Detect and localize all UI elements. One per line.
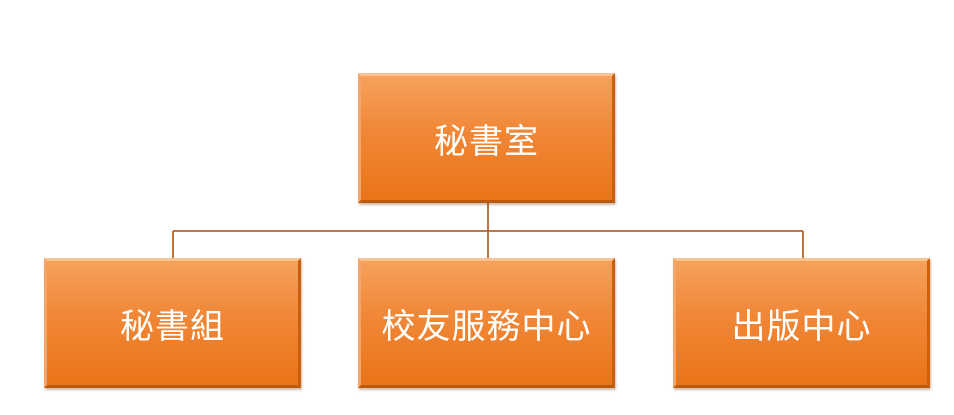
org-node-child: 秘書組 — [44, 258, 301, 388]
org-node-child-label: 校友服務中心 — [381, 306, 592, 347]
org-node-root-label: 秘書室 — [434, 121, 539, 162]
org-node-child-label: 秘書組 — [120, 306, 225, 347]
org-node-root: 秘書室 — [358, 73, 615, 203]
org-node-child: 出版中心 — [673, 258, 930, 388]
org-node-child: 校友服務中心 — [358, 258, 615, 388]
org-node-child-label: 出版中心 — [731, 306, 872, 347]
